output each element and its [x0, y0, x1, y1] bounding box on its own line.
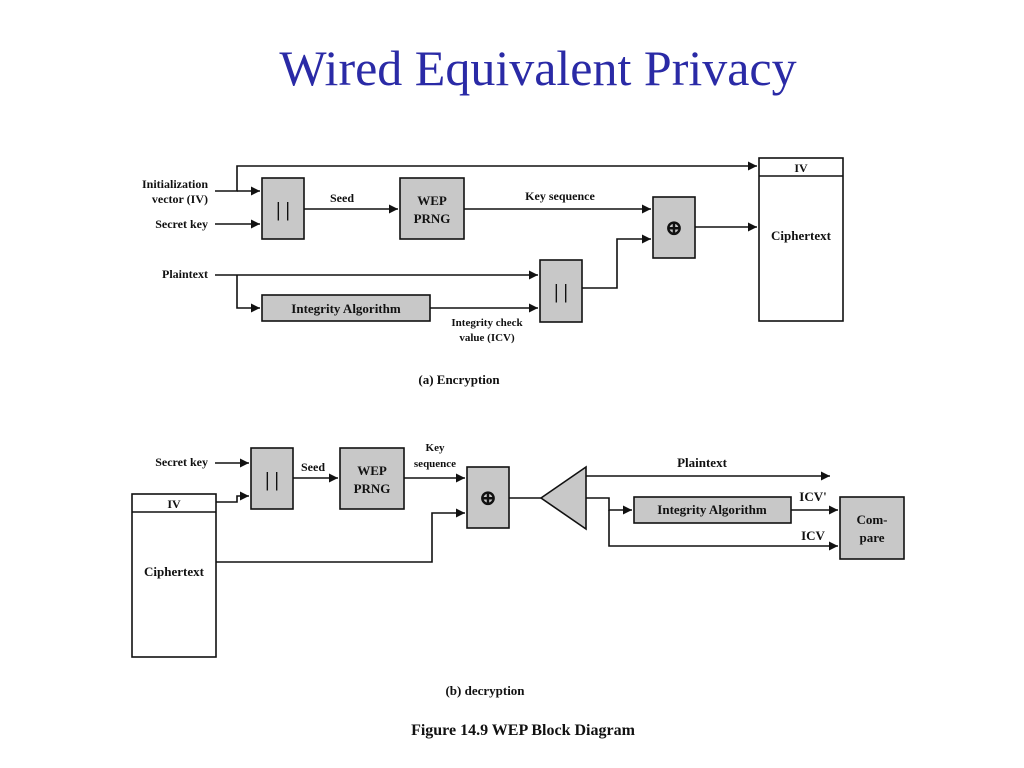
enc-caption: (a) Encryption — [418, 372, 500, 387]
dec-input-ciphertext: Ciphertext — [144, 564, 205, 579]
enc-output-frame — [758, 157, 844, 322]
dec-seed-label: Seed — [301, 460, 325, 474]
enc-concat-box-2 — [539, 259, 583, 323]
dec-prng-line1: WEP — [357, 463, 387, 478]
dec-xor-symbol: ⊕ — [479, 485, 497, 510]
enc-xor-box — [652, 196, 696, 259]
enc-icv-label-line2: value (ICV) — [459, 332, 515, 344]
enc-xor-symbol: ⊕ — [665, 215, 683, 240]
dec-integrity-label: Integrity Algorithm — [657, 502, 767, 517]
figure-caption: Figure 14.9 WEP Block Diagram — [411, 722, 636, 739]
enc-iv-label-line2: vector (IV) — [152, 192, 208, 206]
enc-plaintext-label: Plaintext — [162, 267, 208, 281]
dec-integrity-box — [633, 496, 792, 524]
dec-concat-box — [250, 447, 294, 510]
dec-compare-box — [839, 496, 905, 560]
enc-output-iv: IV — [794, 161, 808, 175]
decryption-diagram: Secret key IV Ciphertext | | WEP PRNG ⊕ … — [131, 442, 905, 698]
enc-concat-1-symbol: | | — [276, 199, 290, 221]
enc-output-ciphertext: Ciphertext — [771, 228, 832, 243]
dec-icv-prime-label: ICV' — [799, 489, 826, 504]
enc-integrity-box — [261, 294, 431, 322]
dec-input-frame — [131, 493, 217, 658]
dec-wep-prng-box — [339, 447, 405, 510]
enc-wep-prng-box — [399, 177, 465, 240]
dec-prng-line2: PRNG — [354, 481, 391, 496]
enc-integrity-label: Integrity Algorithm — [291, 301, 401, 316]
dec-plaintext-label: Plaintext — [677, 455, 727, 470]
dec-secret-key-label: Secret key — [155, 455, 208, 469]
dec-key-label-line2: sequence — [414, 458, 456, 470]
enc-concat-box-1 — [261, 177, 305, 240]
enc-seed-label: Seed — [330, 191, 354, 205]
enc-key-sequence-label: Key sequence — [525, 189, 595, 203]
enc-iv-label-line1: Initialization — [142, 177, 208, 191]
dec-icv-label: ICV — [801, 528, 825, 543]
enc-concat-2-symbol: | | — [554, 281, 568, 303]
dec-compare-line1: Com- — [856, 512, 887, 527]
encryption-diagram: Initialization vector (IV) Secret key Pl… — [142, 157, 844, 387]
dec-key-label-line1: Key — [426, 442, 445, 454]
dec-input-iv: IV — [167, 497, 181, 511]
dec-splitter-triangle — [539, 465, 587, 531]
dec-compare-line2: pare — [859, 530, 884, 545]
enc-prng-line2: PRNG — [414, 211, 451, 226]
enc-prng-line1: WEP — [417, 193, 447, 208]
enc-secret-key-label: Secret key — [155, 217, 208, 231]
enc-icv-label-line1: Integrity check — [451, 317, 523, 329]
slide-title: Wired Equivalent Privacy — [279, 40, 797, 96]
dec-concat-symbol: | | — [265, 469, 279, 491]
dec-caption: (b) decryption — [445, 683, 525, 698]
